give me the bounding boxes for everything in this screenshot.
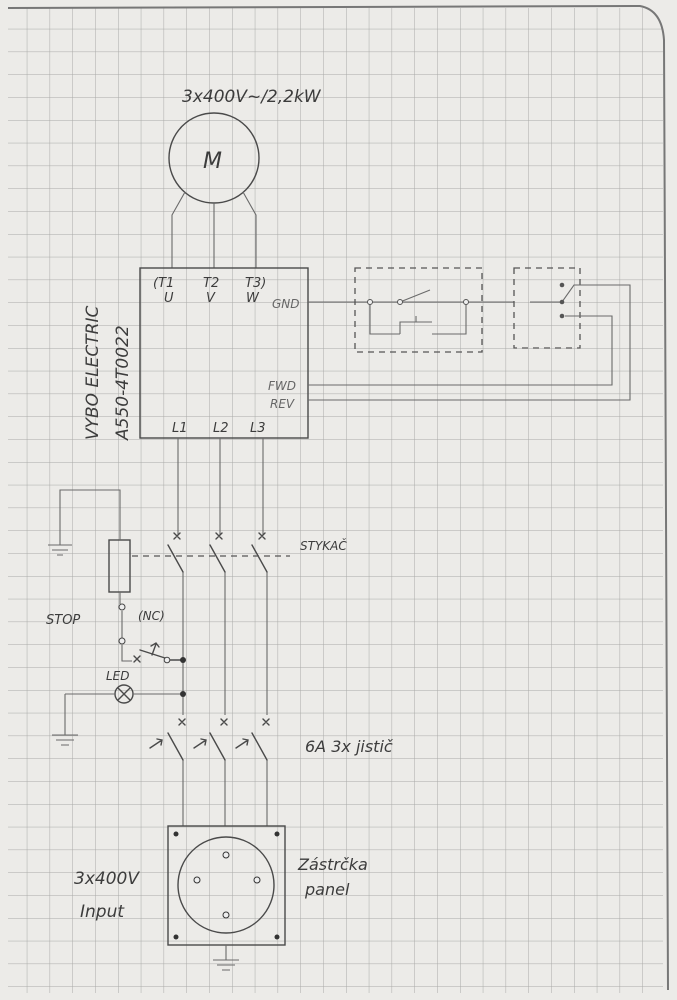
terminal-t1: (T1 xyxy=(153,276,174,291)
motor-rating: 3x400V~/2,2kW xyxy=(182,87,322,107)
terminal-gnd: GND xyxy=(272,297,300,311)
motor-symbol: M xyxy=(203,149,222,174)
terminal-fwd: FWD xyxy=(268,379,296,393)
led-label: LED xyxy=(106,669,130,683)
contactor-label: STYKAČ xyxy=(300,538,347,553)
terminal-l1: L1 xyxy=(172,421,188,436)
terminal-t3: T3) xyxy=(245,276,266,291)
page-edge xyxy=(7,4,669,991)
direction-control xyxy=(308,267,631,401)
terminal-rev: REV xyxy=(270,397,295,411)
input-voltage: 3x400V xyxy=(74,869,140,889)
stop-switch: STOP (NC) xyxy=(46,592,186,664)
vfd-box: VYBO ELECTRIC A550-4T0022 (T1 U T2 V T3)… xyxy=(83,267,309,441)
phase-lines xyxy=(177,438,268,826)
led-indicator: LED xyxy=(52,669,186,746)
input-socket: 3x400V Input Zástrčka panel xyxy=(74,825,368,971)
terminal-u: U xyxy=(164,291,174,306)
terminal-l2: L2 xyxy=(213,421,229,436)
terminal-t2: T2 xyxy=(203,276,219,291)
breaker-label: 6A 3x jistič xyxy=(305,737,394,756)
input-label: Input xyxy=(80,902,125,922)
circuit-breaker: 6A 3x jistič xyxy=(149,718,394,761)
grid xyxy=(8,8,663,993)
vfd-model: A550-4T0022 xyxy=(113,325,133,441)
terminal-l3: L3 xyxy=(250,421,266,436)
vfd-brand: VYBO ELECTRIC xyxy=(83,306,103,440)
terminal-v: V xyxy=(206,291,216,306)
terminal-w: W xyxy=(246,291,260,306)
motor: 3x400V~/2,2kW M xyxy=(168,87,322,268)
stop-label: STOP xyxy=(46,613,80,628)
nc-label: (NC) xyxy=(138,609,165,623)
socket-label: Zástrčka xyxy=(297,855,368,874)
socket-sublabel: panel xyxy=(304,880,350,899)
contactor: STYKAČ xyxy=(48,489,347,593)
